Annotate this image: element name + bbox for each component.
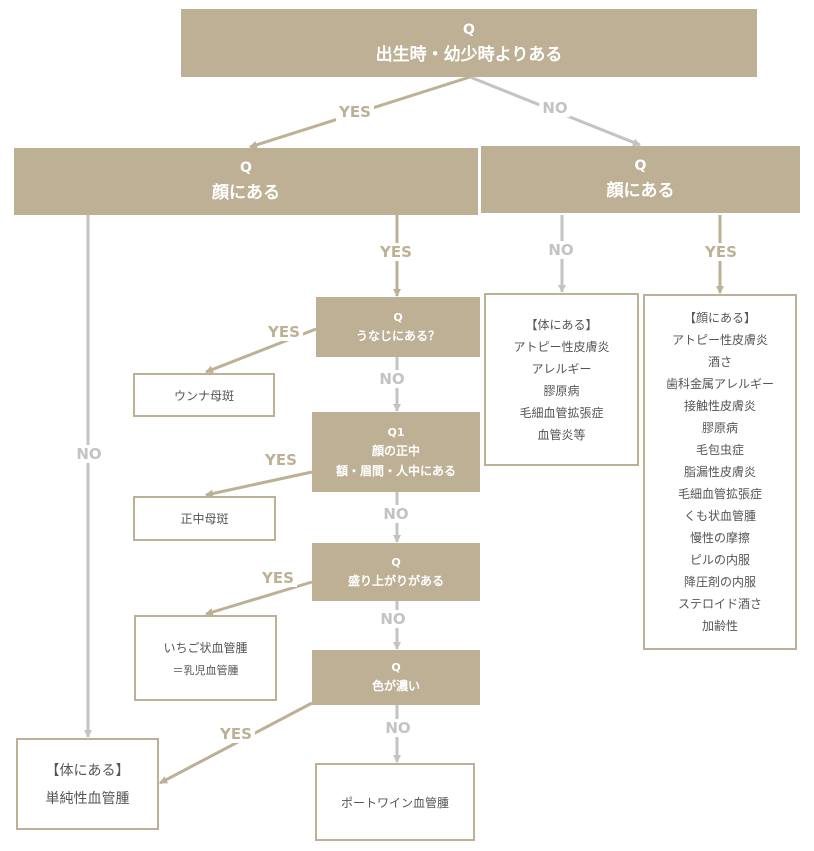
question-raised: Q 盛り上がりがある [312, 543, 480, 601]
list-item: アトピー性皮膚炎 [513, 339, 610, 354]
list-item: 酒さ [707, 355, 732, 369]
label-no: NO [377, 610, 409, 628]
list-item: 接触性皮膚炎 [683, 399, 756, 413]
list-item: 膠原病 [543, 383, 580, 398]
list-item: アトピー性皮膚炎 [671, 333, 768, 347]
result-portwine-hemangioma: ポートワイン血管腫 [315, 763, 475, 841]
label-yes: YES [702, 243, 740, 261]
list-header: 【顔にある】 [683, 311, 756, 325]
question-tag: Q1 [387, 425, 405, 439]
arrow-mid-yes [205, 470, 313, 498]
question-tag: Q [634, 158, 647, 174]
label-no: NO [382, 719, 414, 737]
label-no: NO [380, 505, 412, 523]
arrow-dark-yes [159, 701, 313, 785]
result-simple-hemangioma: 【体にある】 単純性血管腫 [16, 738, 159, 830]
arrow-raised-yes [205, 580, 313, 616]
label-no: NO [539, 99, 571, 117]
question-tag: Q [463, 21, 475, 38]
list-item: くも状血管腫 [683, 509, 756, 523]
question-tag: Q [240, 160, 252, 176]
list-item: 降圧剤の内服 [683, 575, 756, 589]
list-item: 毛包虫症 [695, 443, 744, 457]
result-text: 正中母斑 [180, 512, 229, 526]
question-midline: Q1 顔の正中 額・眉間・人中にある [312, 412, 480, 492]
label-yes: YES [336, 103, 374, 121]
question-text: 顔にある [212, 183, 280, 203]
question-text: 顔にある [606, 181, 675, 201]
label-yes: YES [377, 243, 415, 261]
question-text: うなじにある？ [355, 328, 440, 343]
question-birth: Q 出生時・幼少時よりある [181, 9, 757, 77]
result-text-line2: 単純性血管腫 [45, 791, 130, 807]
list-item: 毛細血管拡張症 [519, 405, 604, 420]
label-yes: YES [259, 569, 297, 587]
label-no: NO [545, 241, 577, 259]
result-text: ポートワイン血管腫 [340, 795, 449, 810]
question-dark-color: Q 色が濃い [312, 650, 480, 705]
result-text-line2: ＝乳児血管腫 [172, 663, 239, 677]
result-unna-nevus: ウンナ母斑 [133, 373, 275, 417]
question-text-line1: 顔の正中 [371, 443, 420, 458]
question-tag: Q [391, 555, 401, 569]
result-body-conditions: 【体にある】 アトピー性皮膚炎 アレルギー 膠原病 毛細血管拡張症 血管炎等 [484, 293, 639, 466]
question-text-line2: 額・眉間・人中にある [335, 463, 456, 478]
question-tag: Q [393, 310, 403, 324]
question-text: 盛り上がりがある [347, 573, 444, 588]
question-text: 色が濃い [371, 679, 420, 693]
question-text: 出生時・幼少時よりある [375, 44, 563, 65]
result-face-conditions: 【顔にある】 アトピー性皮膚炎 酒さ 歯科金属アレルギー 接触性皮膚炎 膠原病 … [643, 294, 797, 650]
list-item: 慢性の摩擦 [689, 531, 750, 545]
list-item: 毛細血管拡張症 [677, 487, 762, 501]
question-nape: Q うなじにある？ [316, 297, 480, 357]
label-yes: YES [217, 725, 255, 743]
question-face-left: Q 顔にある [14, 148, 478, 215]
label-yes: YES [262, 451, 300, 469]
list-item: ピルの内服 [689, 553, 750, 567]
list-item: 血管炎等 [537, 427, 586, 442]
result-midline-nevus: 正中母斑 [133, 496, 276, 541]
result-text-line1: 【体にある】 [45, 763, 130, 779]
label-no: NO [73, 445, 105, 463]
list-item: 加齢性 [701, 619, 738, 633]
list-item: 脂漏性皮膚炎 [683, 465, 756, 479]
question-face-right: Q 顔にある [481, 146, 800, 213]
list-item: 膠原病 [701, 421, 738, 435]
result-text-line1: いちご状血管腫 [163, 640, 248, 655]
label-yes: YES [265, 323, 303, 341]
label-no: NO [376, 370, 408, 388]
list-item: アレルギー [531, 361, 592, 376]
result-text: ウンナ母斑 [173, 388, 234, 403]
list-item: 歯科金属アレルギー [665, 377, 774, 391]
list-item: ステロイド酒さ [677, 597, 762, 611]
question-tag: Q [391, 661, 401, 674]
list-header: 【体にある】 [525, 317, 598, 332]
result-strawberry-hemangioma: いちご状血管腫 ＝乳児血管腫 [134, 615, 277, 701]
